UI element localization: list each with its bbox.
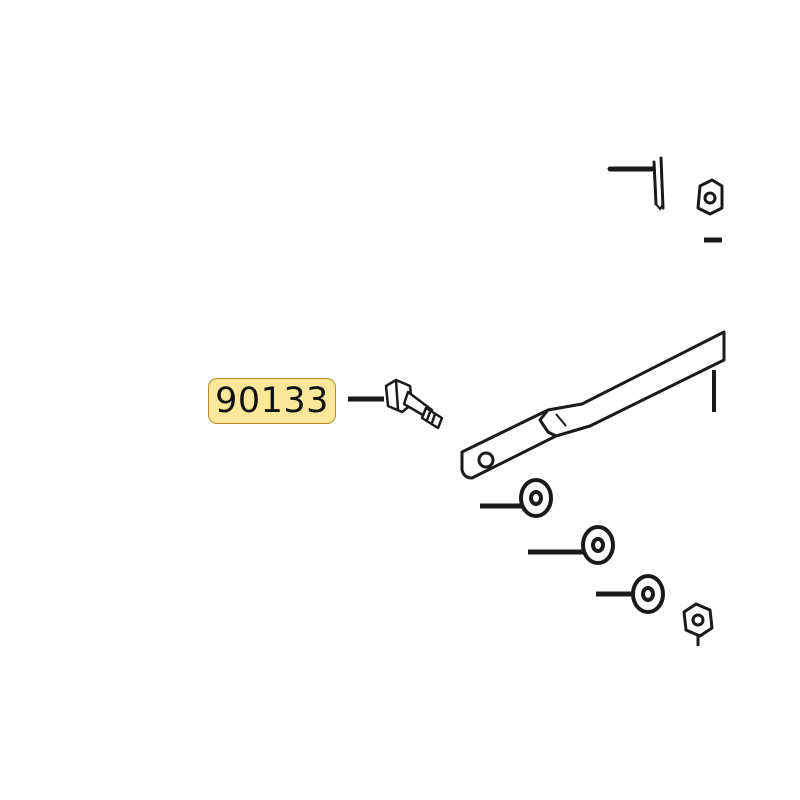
shoulder-bolt <box>384 378 444 430</box>
tie-rod-arm <box>460 330 726 480</box>
flat-washer-2 <box>581 525 615 565</box>
top-bracket <box>607 156 665 211</box>
hex-nut-top <box>696 178 724 216</box>
hex-nut-bottom <box>682 602 714 638</box>
flat-washer-1 <box>519 478 553 518</box>
lock-washer <box>631 574 665 614</box>
part-number-callout[interactable]: 90133 <box>208 378 336 424</box>
